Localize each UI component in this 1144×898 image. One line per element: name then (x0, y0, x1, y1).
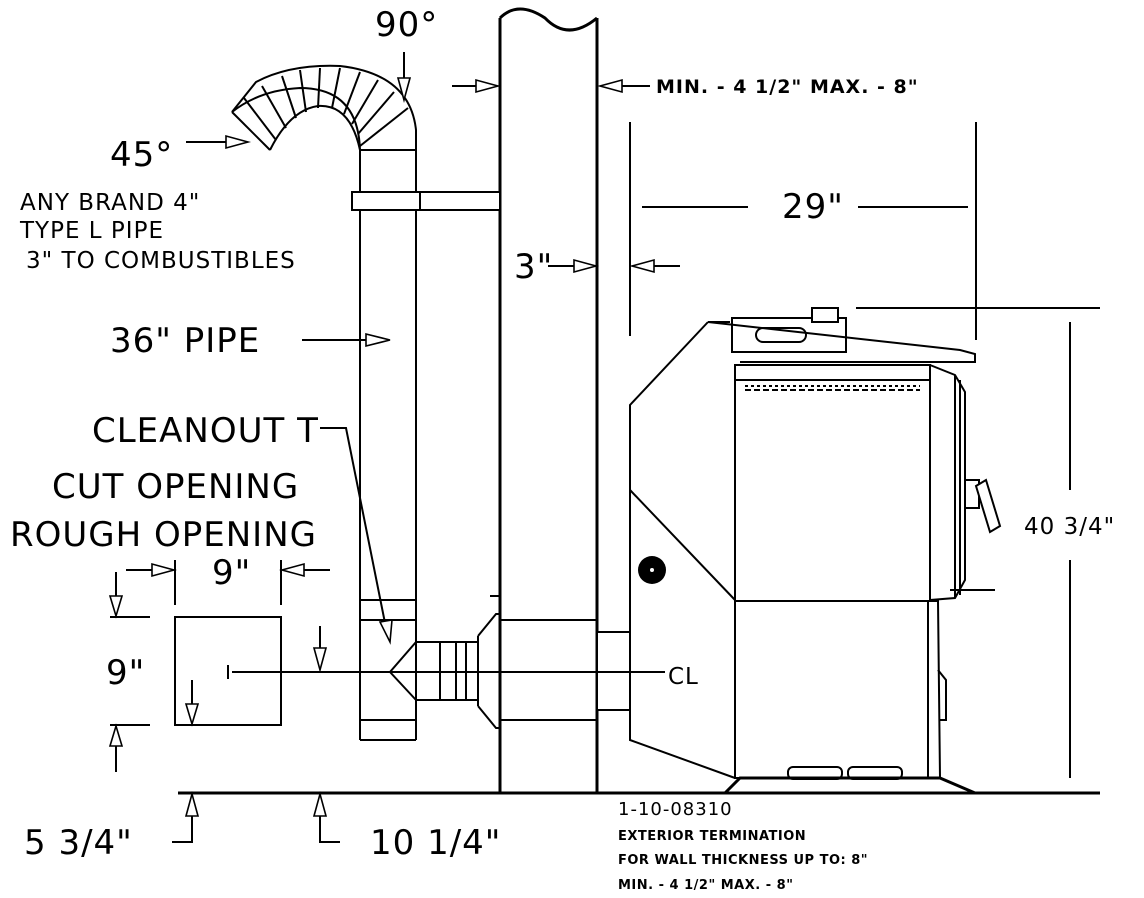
label-dim-40-3-4: 40 3/4" (1024, 514, 1115, 540)
note-line-2: FOR WALL THICKNESS UP TO: 8" (618, 853, 868, 868)
vent-pipe-assembly (231, 64, 501, 741)
label-pipe-note-1: ANY BRAND 4" (20, 190, 200, 216)
label-cleanout-t: CLEANOUT T (92, 411, 319, 451)
note-part-number: 1-10-08310 (618, 799, 733, 820)
label-36-pipe: 36" PIPE (110, 321, 260, 361)
label-dim-9-vertical: 9" (106, 653, 145, 693)
label-min-max-top: MIN. - 4 1/2" MAX. - 8" (656, 76, 919, 98)
dimension-lines (108, 52, 1100, 843)
label-pipe-note-3: 3" TO COMBUSTIBLES (26, 248, 296, 274)
rough-opening-box (174, 616, 665, 726)
pellet-stove (629, 307, 1002, 795)
label-45-degree: 45° (110, 135, 173, 175)
label-centerline: CL (668, 664, 699, 690)
label-dim-3: 3" (514, 247, 553, 287)
label-pipe-note-2: TYPE L PIPE (19, 218, 164, 244)
label-90-degree: 90° (375, 5, 438, 45)
label-dim-9-horizontal: 9" (212, 553, 251, 593)
label-dim-5-3-4: 5 3/4" (24, 823, 133, 863)
label-cut-opening: CUT OPENING (52, 467, 299, 507)
note-line-1: EXTERIOR TERMINATION (618, 829, 806, 844)
note-line-3: MIN. - 4 1/2" MAX. - 8" (618, 878, 793, 893)
label-dim-29: 29" (782, 187, 844, 227)
label-rough-opening: ROUGH OPENING (10, 515, 317, 555)
label-dim-10-1-4: 10 1/4" (370, 823, 501, 863)
wall-section (498, 7, 631, 793)
